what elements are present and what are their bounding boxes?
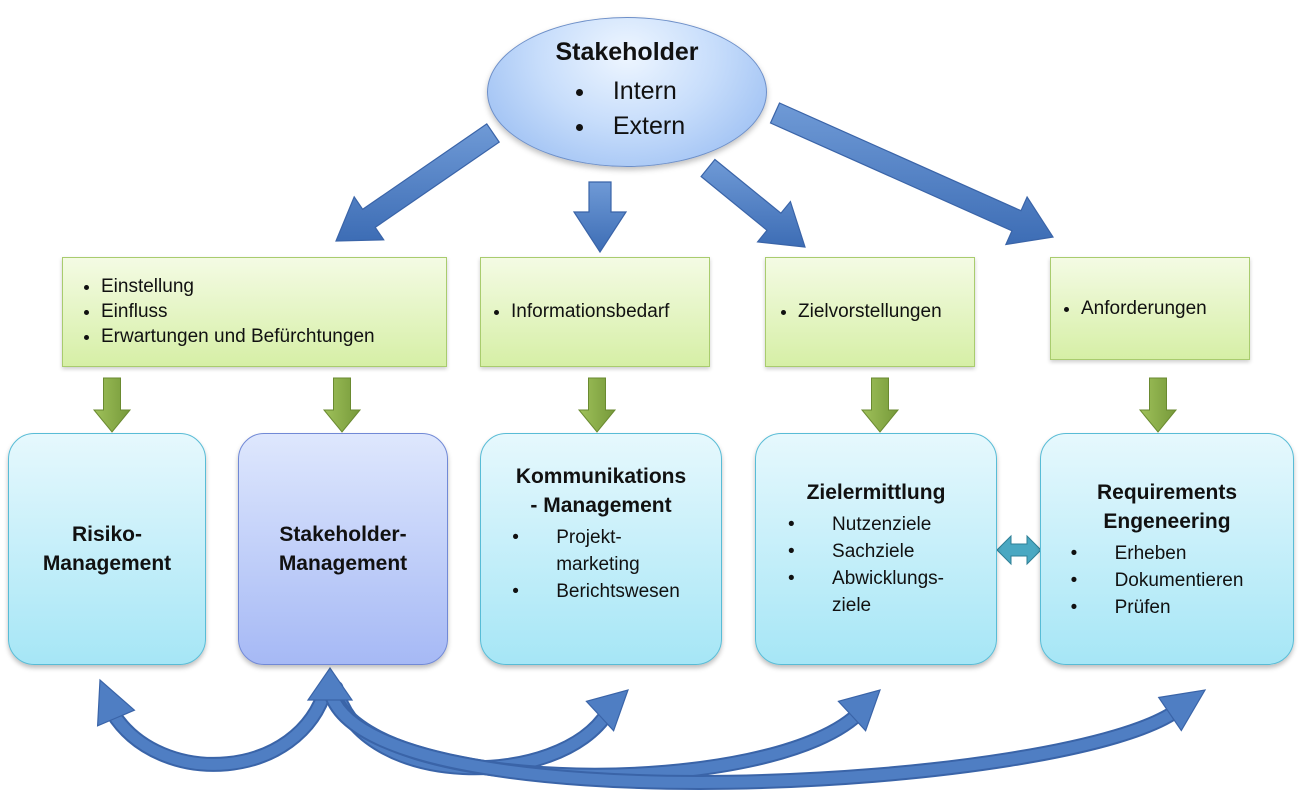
box-item: Erheben: [1071, 540, 1244, 567]
green-arrow: [92, 377, 132, 433]
aspect-box-einstellung: Einstellung Einfluss Erwartungen und Bef…: [62, 257, 447, 367]
box-item: Prüfen: [1071, 594, 1244, 621]
aspect-box-informationsbedarf: Informationsbedarf: [480, 257, 710, 367]
stakeholder-arrowhead: [306, 666, 354, 701]
box-title: Kommunikations: [515, 465, 687, 488]
stakeholder-item-intern: Intern: [597, 77, 685, 106]
aspect-item: Einstellung: [101, 276, 375, 298]
blue-arrow: [335, 123, 501, 242]
stakeholder-item-extern: Extern: [597, 112, 685, 141]
curved-arrow-fill: [324, 684, 1186, 788]
box-title: Management: [278, 552, 408, 575]
curved-arrow: [104, 680, 334, 772]
curved-arrowhead: [837, 689, 881, 732]
box-stakeholder-management: Stakeholder- Management: [238, 433, 448, 665]
stakeholder-title: Stakeholder: [555, 37, 699, 66]
box-zielermittlung: Zielermittlung Nutzenziele Sachziele Abw…: [755, 433, 997, 665]
aspect-item: Erwartungen und Befürchtungen: [101, 326, 375, 348]
curved-arrowhead: [1157, 689, 1207, 732]
box-requirements-engeneering: Requirements Engeneering Erheben Dokumen…: [1040, 433, 1294, 665]
aspect-item: Zielvorstellungen: [798, 301, 942, 323]
green-arrow: [577, 377, 617, 433]
box-title: Zielermittlung: [806, 481, 946, 504]
box-title: Management: [42, 552, 172, 575]
double-arrow: [996, 534, 1042, 566]
stakeholder-list: Intern Extern: [569, 71, 685, 147]
box-item: Nutzenziele: [788, 511, 944, 538]
blue-arrow: [700, 158, 806, 248]
aspect-box-zielvorstellungen: Zielvorstellungen: [765, 257, 975, 367]
aspect-box-anforderungen: Anforderungen: [1050, 257, 1250, 360]
box-title: Risiko-: [71, 523, 142, 546]
green-arrow: [1138, 377, 1178, 433]
box-title: Engeneering: [1103, 510, 1231, 533]
box-item: Sachziele: [788, 538, 944, 565]
box-title: Requirements: [1096, 481, 1238, 504]
aspect-item: Informationsbedarf: [511, 301, 669, 323]
aspect-item: Einfluss: [101, 301, 375, 323]
blue-arrow: [769, 102, 1055, 246]
box-title: - Management: [530, 494, 672, 517]
box-item: Dokumentieren: [1071, 567, 1244, 594]
box-item: Abwicklungs-ziele: [788, 565, 944, 619]
curved-arrow: [328, 680, 616, 776]
box-kommunikations-management: Kommunikations - Management Projekt-mark…: [480, 433, 722, 665]
curved-arrow-fill: [106, 682, 332, 770]
curved-arrow: [322, 682, 1188, 790]
blue-arrow: [572, 181, 628, 254]
green-arrow: [860, 377, 900, 433]
stakeholder-ellipse: Stakeholder Intern Extern: [487, 17, 767, 167]
green-arrow: [322, 377, 362, 433]
aspect-item: Anforderungen: [1081, 298, 1207, 320]
box-item: Berichtswesen: [512, 578, 680, 605]
curved-arrowhead: [96, 678, 136, 727]
box-title: Stakeholder-: [279, 523, 407, 546]
box-risiko-management: Risiko- Management: [8, 433, 206, 665]
curved-arrowhead: [585, 689, 629, 732]
box-item: Projekt-marketing: [512, 524, 680, 578]
